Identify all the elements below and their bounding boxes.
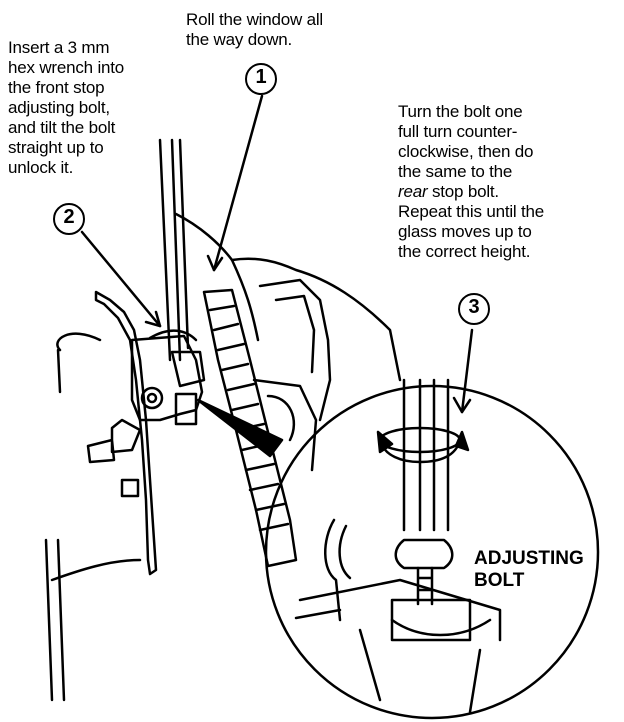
step-1-instruction: Roll the window all the way down.	[186, 10, 323, 49]
step-3-text-after: stop bolt. Repeat this until the glass m…	[398, 182, 545, 261]
callout-pointer	[196, 398, 284, 458]
step-3-emphasis: rear	[398, 182, 428, 201]
door-panel	[44, 290, 158, 702]
step-1-number: 1	[255, 66, 267, 88]
hex-wrench	[148, 138, 198, 362]
leader-arrows	[80, 94, 474, 414]
step-2-instruction: Insert a 3 mm hex wrench into the front …	[8, 38, 125, 177]
adjusting-bolt-label: ADJUSTING BOLT	[474, 548, 584, 591]
magnified-view	[264, 378, 600, 720]
step-3-text-before: Turn the bolt one full turn counter- clo…	[398, 102, 534, 181]
regulator-bracket	[86, 334, 206, 498]
step-3-number: 3	[468, 296, 480, 318]
step-3-instruction: Turn the bolt one full turn counter- clo…	[398, 102, 608, 262]
inner-door-frame	[174, 212, 402, 472]
step-2-number: 2	[63, 206, 75, 228]
